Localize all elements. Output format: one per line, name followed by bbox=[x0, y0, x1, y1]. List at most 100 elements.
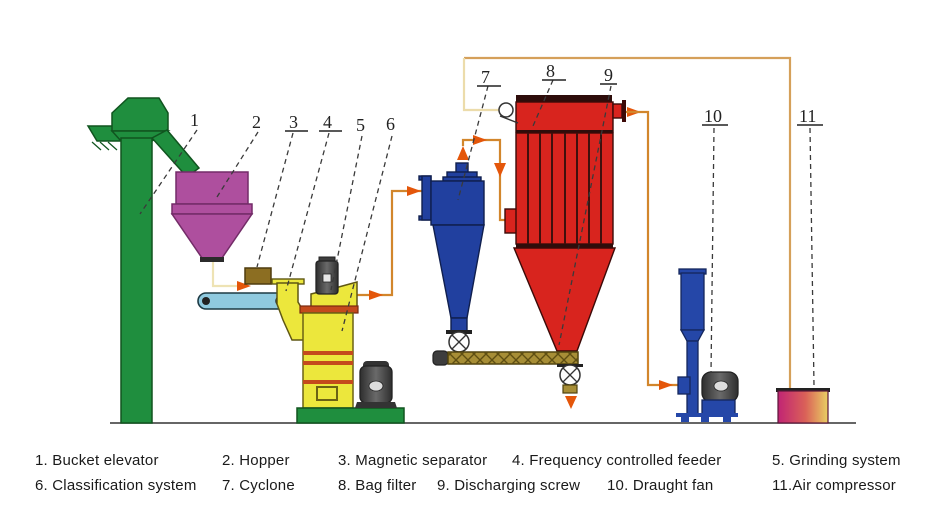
callout-7: 7 bbox=[481, 67, 490, 87]
flow-arrow-down bbox=[494, 163, 506, 177]
flow-arrow-right bbox=[237, 281, 251, 291]
flow-arrow-right bbox=[407, 186, 421, 196]
legend-item-hopper: 2. Hopper bbox=[222, 452, 290, 469]
bagfilter-outlet-flange bbox=[622, 100, 626, 122]
mill-base bbox=[296, 407, 405, 424]
bagfilter-inlet bbox=[504, 208, 518, 234]
legend-item-cyclone: 7. Cyclone bbox=[222, 477, 295, 494]
callout-4: 4 bbox=[323, 112, 332, 132]
mill-door bbox=[316, 386, 338, 401]
motor-badge bbox=[713, 380, 729, 392]
callout-8: 8 bbox=[546, 61, 555, 81]
callout-6: 6 bbox=[386, 114, 395, 134]
cyclone-body bbox=[430, 180, 485, 226]
fan-motor bbox=[701, 371, 739, 403]
screw-hatch bbox=[448, 352, 578, 364]
legend-item-bucket-elevator: 1. Bucket elevator bbox=[35, 452, 159, 469]
legend-item-classification-system: 6. Classification system bbox=[35, 477, 197, 494]
bagfilter-divider bbox=[516, 130, 613, 133]
fan-motor-base bbox=[701, 399, 736, 415]
bagfilter-plenum bbox=[515, 101, 614, 133]
fan-foot bbox=[681, 417, 689, 422]
leader-4 bbox=[285, 132, 330, 292]
fan-stack-taper bbox=[679, 329, 706, 342]
fan-inlet-box bbox=[677, 376, 691, 395]
flow-arrow-down bbox=[565, 396, 577, 409]
callout-10: 10 bbox=[704, 106, 722, 126]
fan-foot bbox=[723, 417, 731, 422]
legend-item-magnetic-separator: 3. Magnetic separator bbox=[338, 452, 488, 469]
cyclone-inlet-flange bbox=[421, 175, 432, 221]
mill-main-motor bbox=[355, 361, 397, 408]
elevator-head bbox=[111, 97, 169, 132]
hopper-cone bbox=[170, 213, 254, 259]
compressor-body bbox=[777, 390, 829, 424]
bagfilter-cone bbox=[512, 247, 617, 352]
mill-band bbox=[303, 351, 353, 355]
feeder-roller-left bbox=[202, 297, 210, 305]
discharge-stub bbox=[562, 384, 578, 394]
leader-1 bbox=[139, 129, 198, 215]
discharging-screw bbox=[432, 350, 583, 409]
screw-motor bbox=[432, 350, 449, 366]
leader-10 bbox=[710, 127, 715, 374]
leader-6 bbox=[341, 135, 393, 332]
legend-item-air-compressor: 11.Air compressor bbox=[772, 477, 896, 494]
cyclone-cone bbox=[432, 224, 485, 319]
legend-item-grinding-system: 5. Grinding system bbox=[772, 452, 901, 469]
callout-5: 5 bbox=[356, 115, 365, 135]
bagfilter-rim bbox=[516, 244, 613, 248]
hopper-body bbox=[175, 171, 249, 205]
elevator-discharge-chute bbox=[150, 129, 201, 179]
air-compressor bbox=[776, 388, 830, 424]
leader-11 bbox=[809, 127, 815, 387]
legend-item-discharging-screw: 9. Discharging screw bbox=[437, 477, 581, 494]
motor-badge bbox=[368, 380, 384, 392]
bagfilter-top-bar bbox=[516, 95, 612, 102]
callout-11: 11 bbox=[799, 106, 816, 126]
bucket-elevator bbox=[86, 97, 201, 424]
callout-3: 3 bbox=[289, 112, 298, 132]
legend-item-frequency-feeder: 4. Frequency controlled feeder bbox=[512, 452, 722, 469]
flow-arrow-right bbox=[473, 135, 487, 145]
leader-7 bbox=[457, 85, 489, 201]
callout-2: 2 bbox=[252, 112, 261, 132]
magnetic-separator bbox=[244, 267, 272, 285]
fan-stack bbox=[680, 272, 705, 331]
pipe-bagfilter-to-fan bbox=[626, 107, 678, 390]
hopper-outlet bbox=[200, 257, 224, 262]
mill-band bbox=[303, 380, 353, 384]
leader-2 bbox=[216, 131, 259, 198]
mill-top-flange bbox=[299, 305, 359, 314]
legend-item-draught-fan: 10. Draught fan bbox=[607, 477, 714, 494]
mill-body bbox=[302, 312, 354, 409]
pipe-cyclone-to-bagfilter bbox=[457, 135, 506, 222]
mill-band bbox=[303, 361, 353, 365]
flow-arrow-right bbox=[369, 290, 383, 300]
cyclone-rotary-valve bbox=[446, 330, 472, 353]
cyclone bbox=[418, 162, 485, 332]
pipe-mill-to-cyclone bbox=[357, 186, 423, 300]
fan-base-plate bbox=[676, 413, 738, 417]
flow-arrow-right bbox=[659, 380, 673, 390]
cyclone-tail bbox=[450, 317, 468, 332]
flow-arrow-up bbox=[457, 146, 469, 160]
motor-foot bbox=[355, 402, 397, 408]
bag-filter bbox=[498, 95, 626, 352]
leader-9 bbox=[558, 85, 612, 346]
elevator-column bbox=[120, 137, 153, 424]
pipe-hopper-to-feeder bbox=[211, 262, 251, 291]
legend-item-bag-filter: 8. Bag filter bbox=[338, 477, 417, 494]
hopper-band bbox=[171, 203, 253, 215]
leader-3 bbox=[256, 132, 294, 268]
bagfilter-bags bbox=[527, 133, 602, 244]
compressor-top bbox=[776, 388, 830, 392]
bagfilter-outlet bbox=[612, 103, 623, 119]
pulse-valve bbox=[498, 102, 514, 118]
fan-foot bbox=[701, 417, 709, 422]
grinding-system bbox=[271, 256, 405, 424]
leader-lines bbox=[139, 79, 815, 387]
callout-1: 1 bbox=[190, 110, 199, 130]
